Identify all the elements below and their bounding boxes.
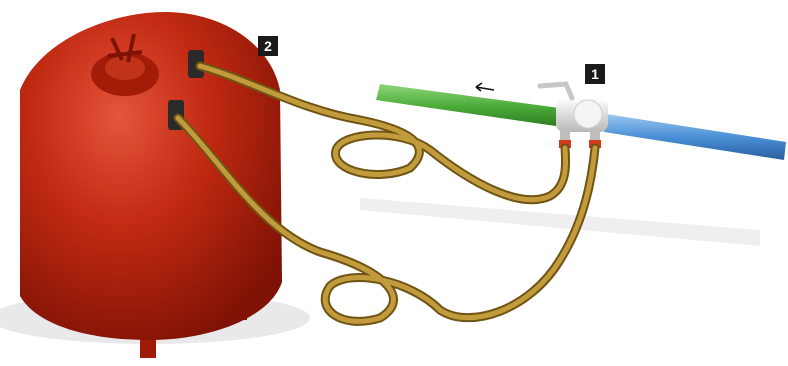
marker-2-label: 2 — [258, 36, 278, 56]
left-arrow-icon — [476, 83, 494, 91]
marker-1-label: 1 — [585, 64, 605, 84]
valve-handle — [540, 84, 572, 98]
tank-valve-cap — [105, 56, 145, 80]
blue-pipe — [604, 114, 786, 160]
valve-center — [574, 100, 602, 128]
pipe-shadow — [360, 198, 760, 246]
green-pipe — [376, 84, 560, 126]
